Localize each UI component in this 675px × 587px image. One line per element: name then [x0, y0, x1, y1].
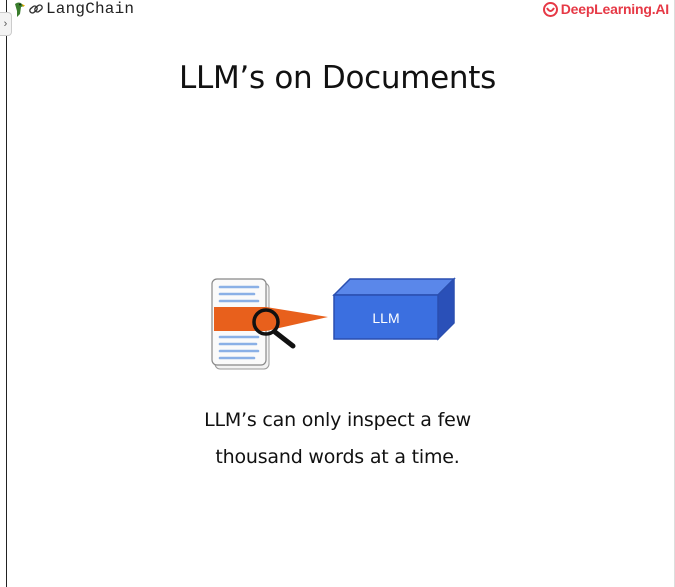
caption-line-2: thousand words at a time.	[215, 446, 460, 468]
langchain-label: LangChain	[46, 0, 135, 18]
parrot-icon	[15, 2, 25, 17]
sidebar-toggle[interactable]: ›	[0, 12, 12, 36]
caption-line-1: LLM’s can only inspect a few	[204, 409, 471, 431]
chevron-right-icon: ›	[3, 17, 8, 30]
llm-box-label: LLM	[372, 310, 399, 326]
slide-title: LLM’s on Documents	[179, 60, 496, 96]
deeplearning-logo-icon	[542, 1, 558, 17]
deeplearning-logo: DeepLearning.AI	[542, 0, 669, 18]
focus-beam	[214, 307, 328, 331]
llm-document-diagram: LLM	[210, 275, 460, 375]
chain-link-icon	[29, 4, 43, 14]
deeplearning-label: DeepLearning.AI	[560, 1, 669, 17]
slide-caption: LLM’s can only inspect a few thousand wo…	[0, 402, 675, 476]
magnifier-icon	[252, 308, 296, 349]
langchain-logo: LangChain	[12, 0, 134, 18]
llm-box: LLM	[332, 277, 456, 341]
